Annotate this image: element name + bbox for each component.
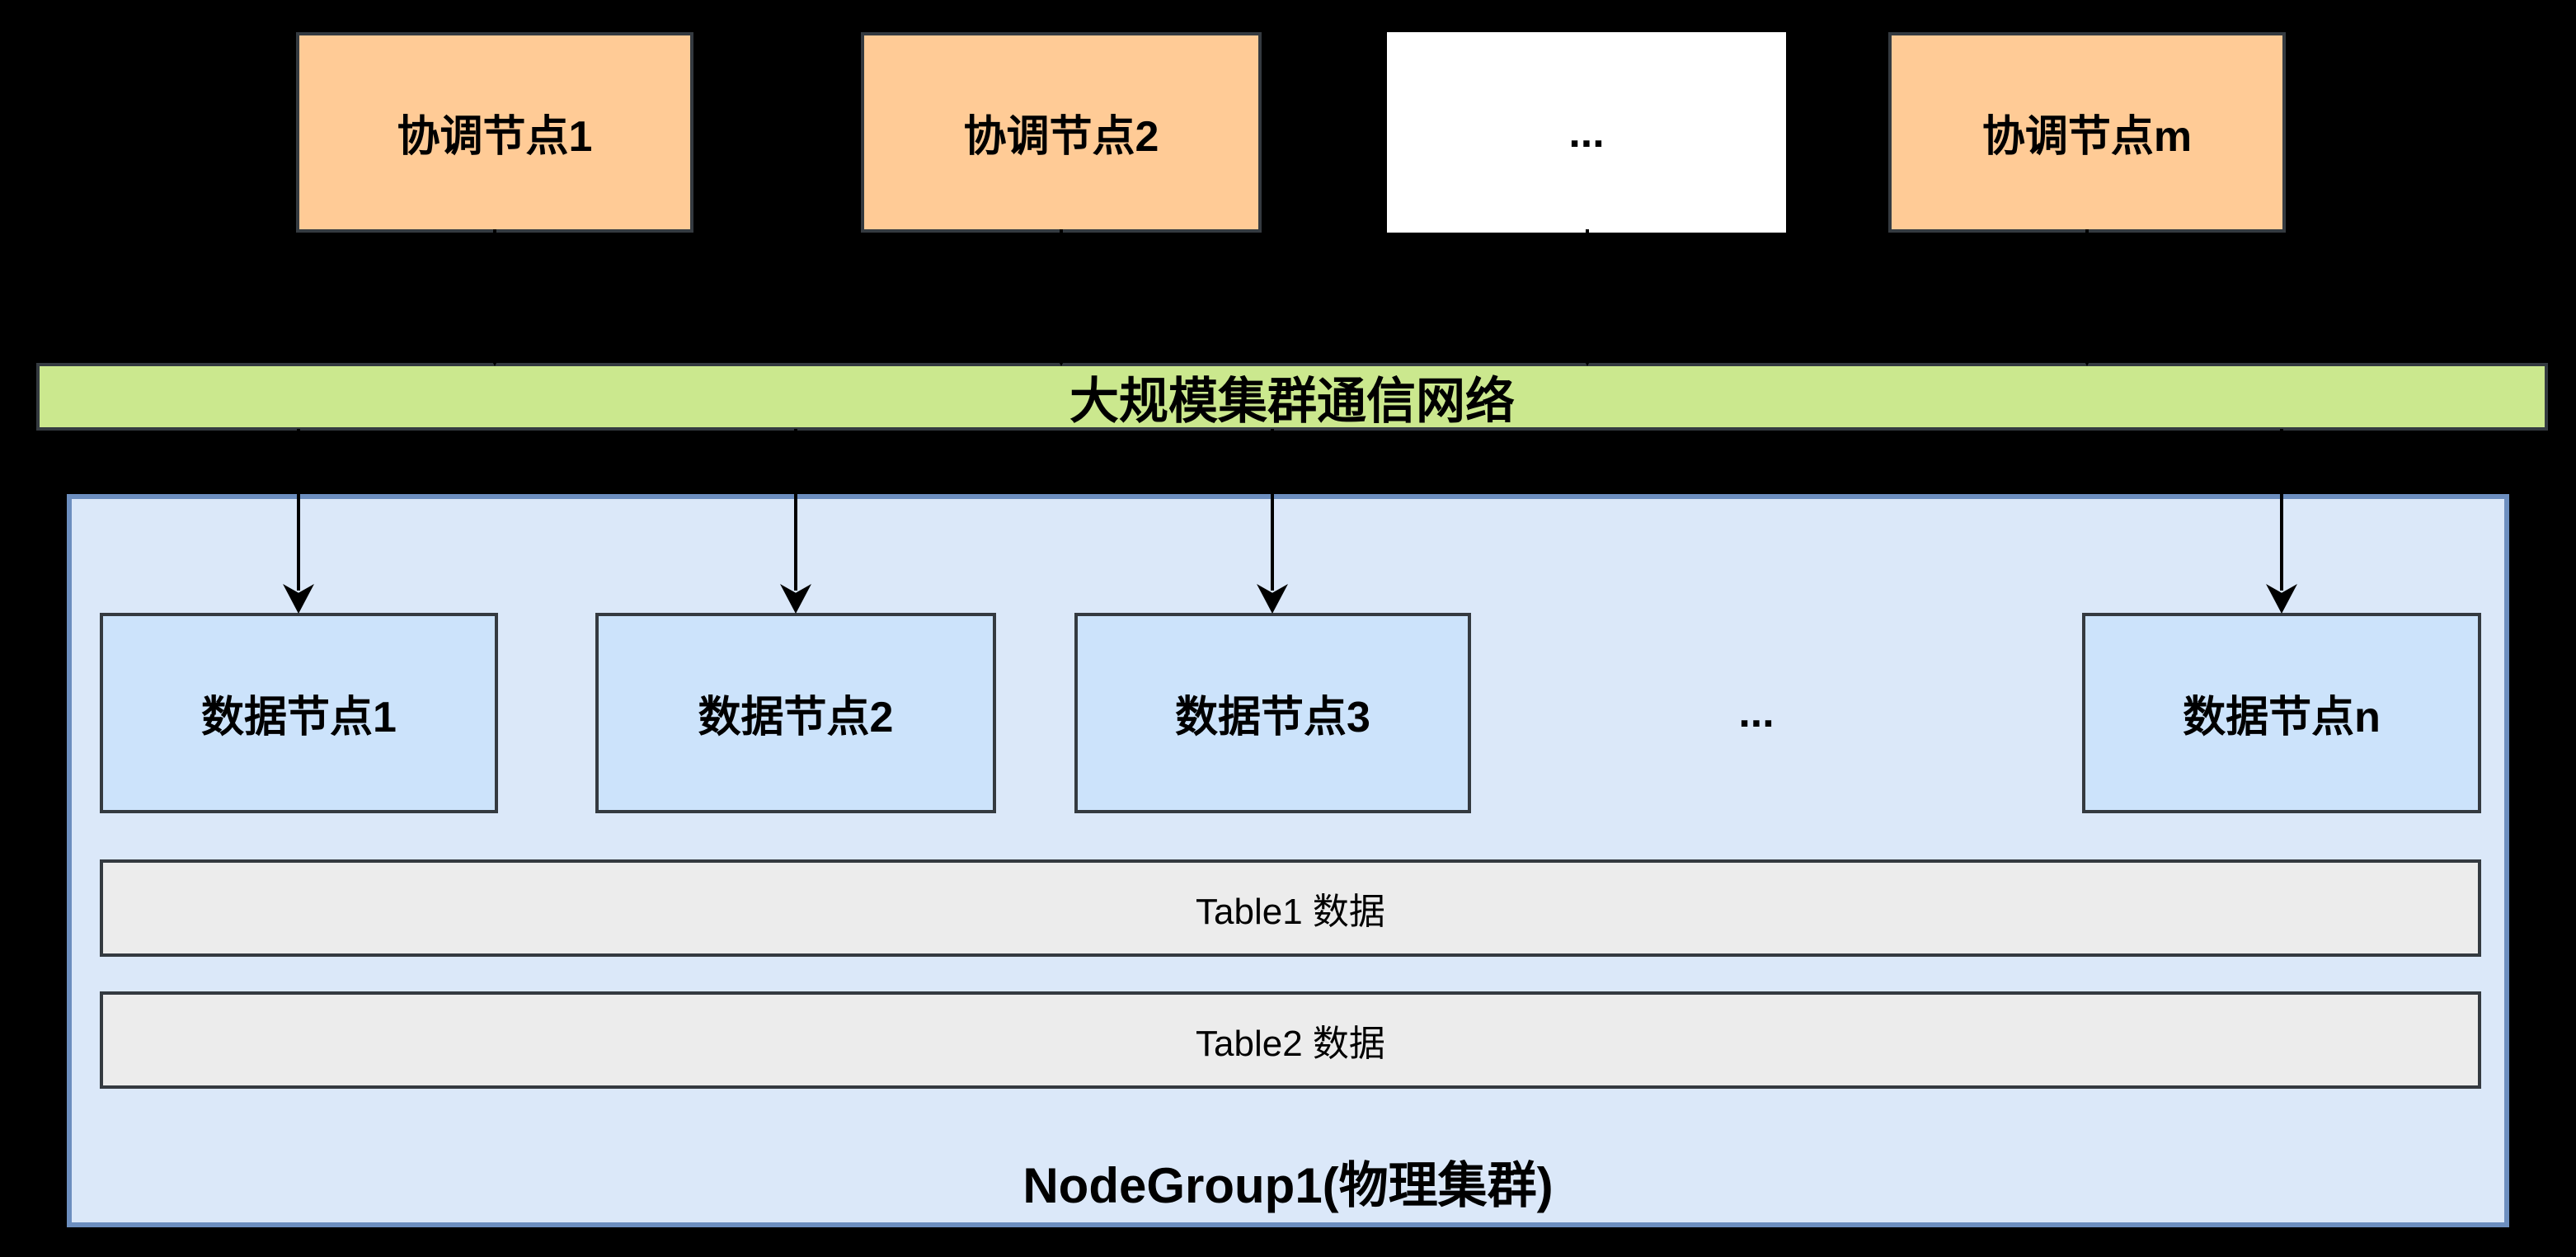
coordinator-node-1: 协调节点1 bbox=[296, 32, 693, 233]
arrow-line-coord-ellipsis bbox=[1586, 229, 1589, 341]
arrow-line-data-1 bbox=[297, 429, 300, 591]
node-group-label: NodeGroup1(物理集群) bbox=[1022, 1157, 1554, 1213]
data-node-3: 数据节点3 bbox=[1074, 613, 1471, 813]
arrow-line-data-n bbox=[2280, 429, 2283, 591]
table1-row: Table1 数据 bbox=[100, 859, 2481, 957]
data-node-ellipsis: ... bbox=[1738, 689, 1775, 737]
data-node-2: 数据节点2 bbox=[595, 613, 996, 813]
arrow-line-coord-m bbox=[2085, 229, 2089, 341]
arrow-line-data-2 bbox=[794, 429, 797, 591]
arrow-line-coord-1 bbox=[493, 229, 496, 341]
arrow-line-data-3 bbox=[1271, 429, 1274, 591]
coordinator-node-m: 协调节点m bbox=[1888, 32, 2286, 233]
data-node-n: 数据节点n bbox=[2082, 613, 2481, 813]
arrow-line-coord-2 bbox=[1060, 229, 1063, 341]
table2-row: Table2 数据 bbox=[100, 991, 2481, 1089]
coordinator-ellipsis-box: ... bbox=[1387, 32, 1786, 233]
network-bar: 大规模集群通信网络 bbox=[36, 363, 2548, 431]
data-node-1: 数据节点1 bbox=[100, 613, 498, 813]
coordinator-node-2: 协调节点2 bbox=[861, 32, 1262, 233]
